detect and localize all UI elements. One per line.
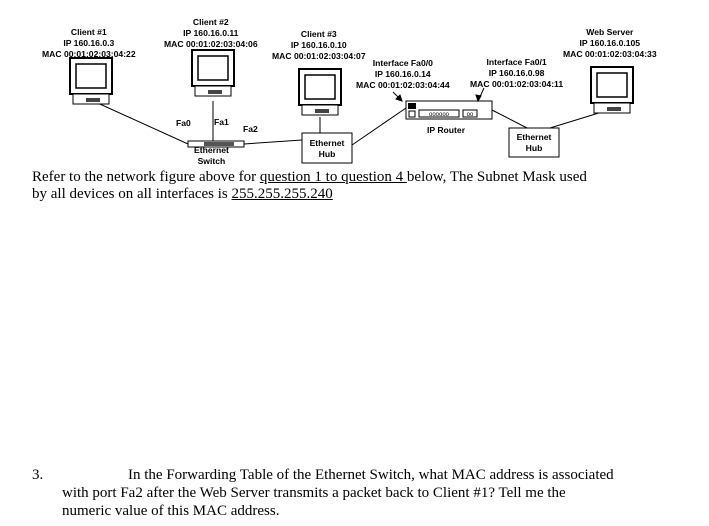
intro-line1: Refer to the network figure above for qu… (32, 169, 587, 186)
intro-line2: by all devices on all interfaces is 255.… (32, 186, 587, 203)
interface-fa00-label: Interface Fa0/0 IP 160.16.0.14 MAC 00:01… (356, 58, 450, 91)
link-router-hub-right (491, 109, 528, 129)
client2-name: Client #2 (192, 17, 229, 27)
fa01-mac: MAC 00:01:02:03:04:11 (470, 79, 564, 89)
computer-icon-client1 (69, 57, 113, 105)
client1-mac: MAC 00:01:02:03:04:22 (42, 49, 136, 59)
intro-part3: by all devices on all interfaces is (32, 186, 232, 202)
fa00-mac: MAC 00:01:02:03:04:44 (356, 80, 450, 90)
hub-right-box (508, 127, 560, 158)
network-links (90, 99, 616, 146)
computer-icon-web-server (590, 66, 634, 114)
computer-icon-client3 (298, 68, 342, 116)
router-label: IP Router (427, 125, 466, 135)
computer-icon-client2 (191, 49, 235, 97)
link-switch-hub-left (243, 139, 303, 145)
question-line1: In the Forwarding Table of the Ethernet … (128, 467, 614, 483)
fa01-name: Interface Fa0/1 (486, 57, 547, 67)
question-line2: with port Fa2 after the Web Server trans… (62, 485, 566, 501)
intro-part1: Refer to the network figure above for (32, 169, 260, 185)
switch-port-fa1: Fa1 (214, 117, 229, 127)
switch-label: Ethernet Switch (194, 145, 229, 167)
fa01-ip: IP 160.16.0.98 (488, 68, 545, 78)
link-client1-switch (90, 99, 189, 145)
svg-text:oo: oo (467, 112, 474, 118)
hub-left-line2: Hub (318, 149, 336, 159)
switch-label-line1: Ethernet (194, 145, 229, 155)
hub-left-line1: Ethernet (309, 138, 345, 148)
intro-text: Refer to the network figure above for qu… (32, 169, 587, 203)
client3-label: Client #3 IP 160.16.0.10 MAC 00:01:02:03… (272, 29, 366, 62)
hub-right-label: Ethernet Hub (512, 132, 556, 154)
client3-mac: MAC 00:01:02:03:04:07 (272, 51, 366, 61)
interface-arrows (392, 87, 485, 103)
hub-left-box (301, 132, 353, 164)
client3-name: Client #3 (300, 29, 337, 39)
router-icon: oooooo oo (405, 100, 493, 120)
intro-question-range: question 1 to question 4 (259, 169, 407, 185)
link-hub-left-router (351, 107, 407, 146)
web-server-ip: IP 160.16.0.105 (579, 38, 641, 48)
client3-ip: IP 160.16.0.10 (290, 40, 347, 50)
client2-label: Client #2 IP 160.16.0.11 MAC 00:01:02:03… (164, 17, 258, 50)
switch-port-fa0: Fa0 (176, 118, 191, 128)
switch-port-fa2: Fa2 (243, 124, 258, 134)
web-server-mac: MAC 00:01:02:03:04:33 (563, 49, 657, 59)
interface-fa01-label: Interface Fa0/1 IP 160.16.0.98 MAC 00:01… (470, 57, 563, 90)
client2-ip: IP 160.16.0.11 (183, 28, 239, 38)
web-server-label: Web Server IP 160.16.0.105 MAC 00:01:02:… (563, 27, 657, 60)
question-number: 3. (32, 467, 44, 483)
fa00-ip: IP 160.16.0.14 (374, 69, 431, 79)
question-line3: numeric value of this MAC address. (62, 503, 280, 519)
hub-right-line1: Ethernet (516, 132, 552, 142)
client1-ip: IP 160.16.0.3 (63, 38, 115, 48)
client1-label: Client #1 IP 160.16.0.3 MAC 00:01:02:03:… (42, 27, 136, 60)
fa00-name: Interface Fa0/0 (372, 58, 433, 68)
switch-icon (187, 140, 245, 148)
client1-name: Client #1 (70, 27, 107, 37)
client2-mac: MAC 00:01:02:03:04:06 (164, 39, 258, 49)
network-diagram: oooooo oo (69, 49, 634, 164)
switch-label-line2: Switch (197, 156, 226, 166)
hub-right-line2: Hub (525, 143, 543, 153)
intro-part2: below, The Subnet Mask used (406, 169, 587, 185)
subnet-mask: 255.255.255.240 (231, 186, 333, 202)
web-server-name: Web Server (586, 27, 634, 37)
svg-text:oooooo: oooooo (429, 112, 450, 118)
hub-left-label: Ethernet Hub (305, 138, 349, 160)
